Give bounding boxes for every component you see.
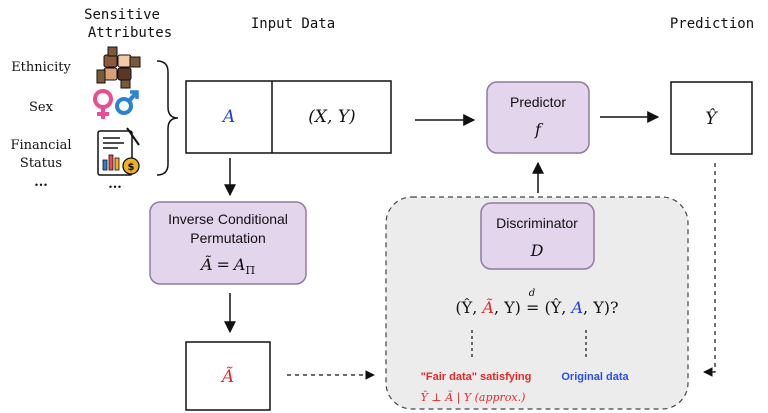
permutation-title-1: Inverse Conditional [168, 211, 288, 227]
permutation-title-2: Permutation [190, 230, 265, 246]
header-sensitive-2: Attributes [88, 25, 172, 41]
equation-d-superscript: d [529, 288, 535, 299]
predictor-symbol: f [534, 120, 544, 139]
a-tilde-box [185, 341, 271, 411]
input-xy-symbol: (X, Y) [308, 107, 355, 127]
input-data-box [185, 80, 392, 154]
input-a-symbol: A [221, 107, 235, 127]
attributes-brace [156, 60, 179, 176]
permutation-formula: Ã=AΠ [199, 254, 255, 277]
discriminator-title: Discriminator [496, 215, 578, 231]
discriminator-symbol: D [530, 241, 544, 260]
predictor-title: Predictor [510, 94, 566, 110]
hands-icon [96, 46, 141, 89]
financial-report-icon: $ [97, 127, 140, 176]
header-input: Input Data [251, 16, 335, 32]
svg-text:$: $ [128, 162, 135, 173]
fair-data-label: "Fair data" satisfying [421, 371, 532, 383]
gender-symbols-icon [93, 89, 139, 119]
icons-ellipsis: ... [108, 177, 122, 192]
attr-financial-label: Financial [10, 138, 71, 153]
independence-label: Ŷ ⊥ Ã | Y (approx.) [421, 390, 526, 405]
attr-more-label: ... [34, 175, 48, 190]
permutation-box [149, 201, 307, 285]
arrow-output-to-discriminator-region [703, 163, 716, 377]
output-box [670, 81, 753, 155]
attr-sex-label: Sex [29, 100, 54, 115]
header-prediction: Prediction [670, 16, 754, 32]
original-data-label: Original data [561, 371, 629, 383]
attr-ethnicity-label: Ethnicity [11, 60, 71, 75]
predictor-box [486, 81, 590, 154]
attr-status-label: Status [20, 156, 62, 171]
a-tilde-symbol: Ã [220, 366, 234, 387]
discriminator-region [385, 196, 689, 410]
fairness-equation: (Ŷ, Ã, Y) = (Ŷ, A, Y)? [455, 297, 618, 317]
output-symbol: Ŷ [705, 108, 718, 129]
discriminator-box [480, 202, 595, 270]
header-sensitive-1: Sensitive [84, 7, 160, 23]
